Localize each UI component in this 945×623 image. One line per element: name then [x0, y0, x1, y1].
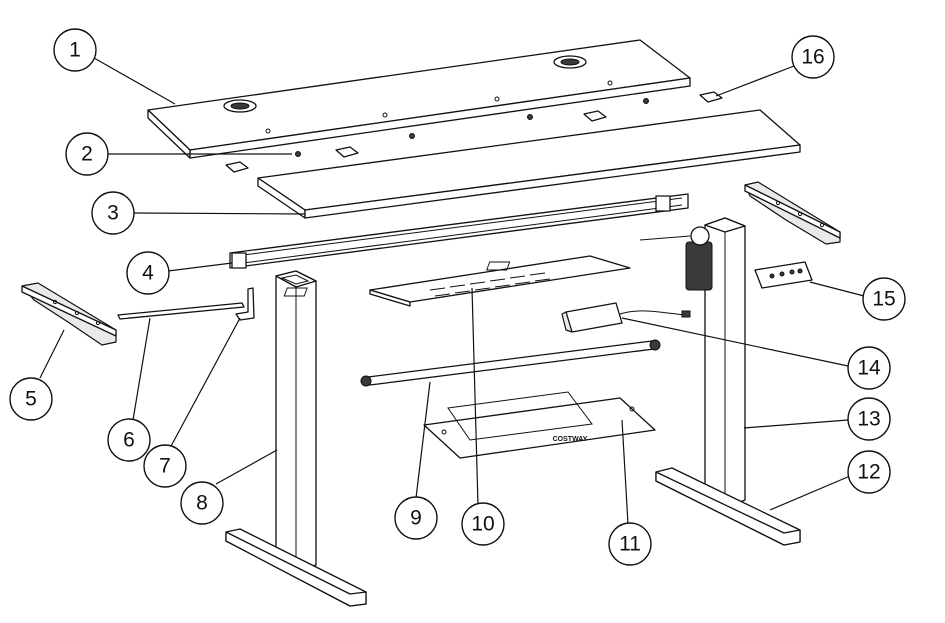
leg-column-left: [225, 270, 367, 607]
callout-16: 16: [791, 35, 835, 79]
callout-10: 10: [461, 502, 505, 546]
desktop-panel-left: [147, 39, 691, 159]
drive-shaft: [360, 339, 661, 387]
svg-text:9: 9: [410, 507, 422, 530]
callout-13: 13: [847, 397, 891, 441]
svg-text:14: 14: [857, 357, 881, 380]
hex-rod: [117, 302, 245, 320]
callout-5: 5: [9, 377, 53, 421]
callout-2: 2: [65, 132, 109, 176]
template-sheet: COSTWAY: [423, 391, 656, 459]
callout-1: 1: [53, 28, 97, 72]
svg-text:6: 6: [123, 429, 135, 452]
svg-text:5: 5: [25, 388, 37, 411]
power-adapter: [561, 302, 691, 333]
mounting-plate: [283, 255, 631, 307]
svg-text:16: 16: [801, 46, 824, 69]
svg-text:15: 15: [872, 288, 895, 311]
l-hook: [235, 287, 255, 321]
support-bracket-left: [21, 282, 117, 346]
svg-text:7: 7: [159, 455, 171, 478]
desktop-panel-right: [257, 109, 801, 219]
callout-3: 3: [91, 191, 135, 235]
callout-8: 8: [180, 481, 224, 525]
svg-text:13: 13: [857, 408, 880, 431]
callout-11: 11: [608, 522, 652, 566]
brand-mark: COSTWAY: [553, 436, 588, 443]
callout-9: 9: [394, 496, 438, 540]
svg-text:4: 4: [142, 262, 154, 285]
foot-right: [655, 467, 801, 546]
leader-lines: [39, 57, 865, 525]
callout-7: 7: [143, 444, 187, 488]
svg-text:2: 2: [81, 143, 93, 166]
leg-column-right: [639, 217, 746, 509]
callout-6: 6: [107, 418, 151, 462]
callout-15: 15: [862, 277, 906, 321]
svg-text:11: 11: [619, 533, 641, 556]
callout-14: 14: [847, 346, 891, 390]
callout-12: 12: [847, 450, 891, 494]
control-panel: [754, 261, 813, 289]
svg-text:1: 1: [69, 39, 81, 62]
support-bracket-right: [744, 181, 841, 245]
svg-text:8: 8: [196, 492, 208, 515]
callout-4: 4: [126, 251, 170, 295]
svg-text:3: 3: [107, 202, 119, 225]
screw-set: [225, 91, 723, 173]
svg-text:10: 10: [471, 513, 494, 536]
svg-text:12: 12: [857, 461, 880, 484]
